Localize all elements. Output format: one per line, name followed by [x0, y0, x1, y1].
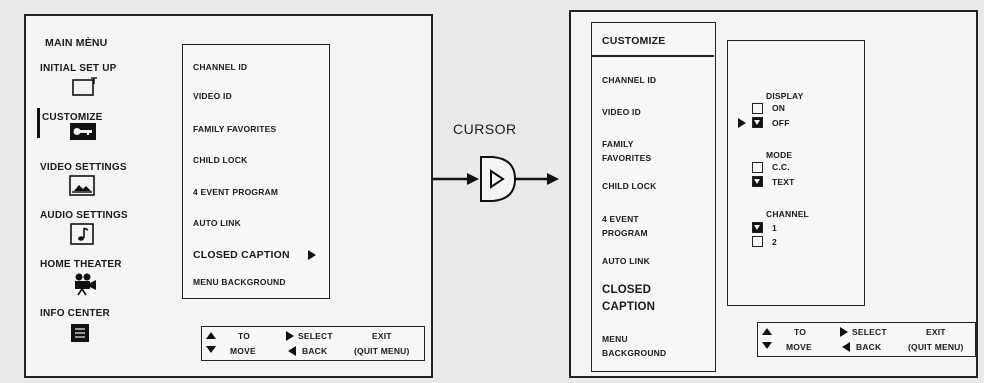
submenu-item-auto-link[interactable]: AUTO LINK — [193, 218, 241, 228]
caption-options-box: DISPLAY ON OFF MODE C.C. TEXT CHANNEL 1 … — [727, 40, 865, 306]
menu-item-video-settings[interactable]: VIDEO SETTINGS — [40, 162, 127, 173]
customize-title: CUSTOMIZE — [602, 35, 666, 47]
menu-item-initial-setup[interactable]: INITIAL SET UP — [40, 63, 117, 74]
customize-list-box: CUSTOMIZE CHANNEL ID VIDEO ID FAMILY FAV… — [591, 22, 716, 372]
monitor-icon — [69, 175, 95, 196]
legend-back: BACK — [302, 346, 328, 356]
customize-item-channel-id[interactable]: CHANNEL ID — [602, 75, 657, 85]
channel-2-label: 2 — [772, 237, 777, 247]
channel-1-label: 1 — [772, 223, 777, 233]
customize-item-closed-caption-label: CLOSED CAPTION — [602, 284, 656, 313]
channel-1-checkbox[interactable] — [752, 222, 763, 233]
menu-item-info-center[interactable]: INFO CENTER — [40, 308, 110, 319]
customize-item-menu-background[interactable]: MENU BACKGROUND — [602, 332, 692, 360]
display-title: DISPLAY — [766, 91, 804, 101]
menu-item-audio-settings[interactable]: AUDIO SETTINGS — [40, 210, 128, 221]
customize-item-auto-link[interactable]: AUTO LINK — [602, 256, 650, 266]
display-off-label: OFF — [772, 118, 790, 128]
mode-text-label: TEXT — [772, 177, 795, 187]
menu-item-home-theater[interactable]: HOME THEATER — [40, 259, 122, 270]
channel-2-checkbox[interactable] — [752, 236, 763, 247]
submenu-box: CHANNEL ID VIDEO ID FAMILY FAVORITES CHI… — [182, 44, 330, 299]
legend-box-left: TO MOVE SELECT BACK EXIT (QUIT MENU) — [201, 326, 425, 361]
legend-to: TO — [238, 331, 251, 341]
legend-select: SELECT — [298, 331, 333, 341]
submenu-item-4-event-program[interactable]: 4 EVENT PROGRAM — [193, 187, 279, 197]
mode-text-checkbox[interactable] — [752, 176, 763, 187]
select-arrow-icon — [840, 327, 848, 337]
music-note-icon — [70, 223, 94, 245]
submenu-item-closed-caption[interactable]: CLOSED CAPTION — [193, 249, 290, 261]
channel-title: CHANNEL — [766, 209, 809, 219]
legend-exit: EXIT — [372, 331, 392, 341]
legend-move: MOVE — [230, 346, 256, 356]
down-arrow-icon — [206, 346, 216, 353]
tv-icon — [72, 77, 97, 96]
up-arrow-icon — [206, 332, 216, 339]
legend-to: TO — [794, 327, 807, 337]
legend-box-right: TO MOVE SELECT BACK EXIT (QUIT MENU) — [757, 322, 976, 357]
legend-quit-menu: (QUIT MENU) — [908, 342, 964, 352]
display-cursor-icon — [738, 118, 746, 128]
submenu-item-video-id[interactable]: VIDEO ID — [193, 91, 232, 101]
customize-screen: CUSTOMIZE CHANNEL ID VIDEO ID FAMILY FAV… — [569, 10, 978, 378]
customize-item-family-favorites[interactable]: FAMILY FAVORITES — [602, 137, 682, 165]
up-arrow-icon — [762, 328, 772, 335]
submenu-pointer-icon — [308, 250, 316, 260]
film-camera-icon — [75, 273, 96, 296]
legend-exit: EXIT — [926, 327, 946, 337]
legend-move: MOVE — [786, 342, 812, 352]
submenu-item-channel-id[interactable]: CHANNEL ID — [193, 62, 248, 72]
mode-title: MODE — [766, 150, 793, 160]
customize-item-4-event-program-label: 4 EVENT PROGRAM — [602, 214, 648, 238]
submenu-item-child-lock[interactable]: CHILD LOCK — [193, 155, 248, 165]
select-arrow-icon — [286, 331, 294, 341]
customize-item-closed-caption[interactable]: CLOSED CAPTION — [602, 282, 682, 316]
submenu-item-menu-background[interactable]: MENU BACKGROUND — [193, 277, 286, 287]
cursor-label: CURSOR — [453, 121, 517, 137]
legend-select: SELECT — [852, 327, 887, 337]
main-menu-title: MAIN MÈNU — [45, 37, 108, 49]
key-icon — [70, 123, 96, 140]
back-arrow-icon — [288, 346, 296, 356]
customize-item-video-id[interactable]: VIDEO ID — [602, 107, 641, 117]
selection-marker — [37, 108, 40, 138]
menu-item-customize[interactable]: CUSTOMIZE — [42, 112, 103, 123]
legend-back: BACK — [856, 342, 882, 352]
customize-item-family-favorites-label: FAMILY FAVORITES — [602, 139, 652, 163]
submenu-item-family-favorites[interactable]: FAMILY FAVORITES — [193, 124, 277, 134]
mode-cc-checkbox[interactable] — [752, 162, 763, 173]
display-on-checkbox[interactable] — [752, 103, 763, 114]
mode-cc-label: C.C. — [772, 162, 790, 172]
customize-item-child-lock[interactable]: CHILD LOCK — [602, 181, 657, 191]
down-arrow-icon — [762, 342, 772, 349]
info-icon — [71, 324, 89, 342]
customize-item-4-event-program[interactable]: 4 EVENT PROGRAM — [602, 212, 668, 240]
display-off-checkbox[interactable] — [752, 117, 763, 128]
display-on-label: ON — [772, 103, 786, 113]
cursor-connector — [433, 156, 559, 202]
title-divider — [592, 55, 714, 57]
main-menu-screen: MAIN MÈNU INITIAL SET UP CUSTOMIZE VIDEO… — [24, 14, 433, 378]
back-arrow-icon — [842, 342, 850, 352]
customize-item-menu-background-label: MENU BACKGROUND — [602, 334, 667, 358]
legend-quit-menu: (QUIT MENU) — [354, 346, 410, 356]
